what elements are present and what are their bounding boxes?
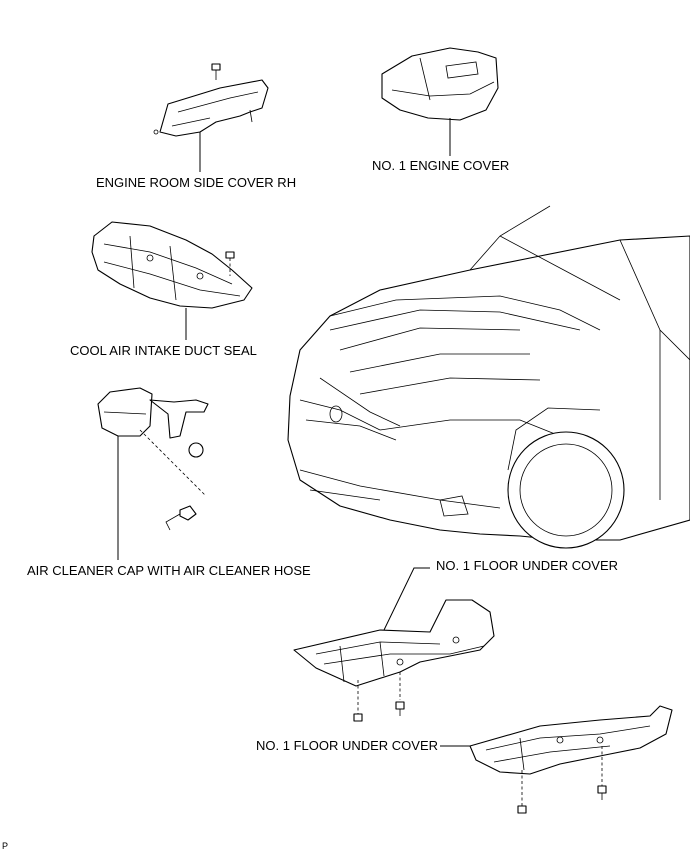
no1-floor-under-cover-upper-label: NO. 1 FLOOR UNDER COVER [436,558,619,573]
bolt-icon [211,63,221,80]
vehicle-front-illustration [287,205,690,549]
leader-line [383,567,430,631]
clip-icon [225,251,235,276]
air-cleaner-cap-label: AIR CLEANER CAP WITH AIR CLEANER HOSE [27,563,311,578]
no1-engine-cover-part [381,47,499,121]
no1-engine-cover-label: NO. 1 ENGINE COVER [372,158,510,173]
no1-floor-under-cover-lower-part [469,705,673,775]
no1-floor-under-cover-upper-part [293,599,495,687]
bolt-icon [395,672,405,716]
engine-room-side-cover-rh-label: ENGINE ROOM SIDE COVER RH [96,175,297,190]
nut-icon [517,770,527,814]
engine-room-side-cover-rh-part [153,79,269,137]
cool-air-intake-duct-seal-label: COOL AIR INTAKE DUCT SEAL [70,343,257,358]
bolt-icon [597,746,607,800]
air-cleaner-cap-part [97,387,209,531]
no1-floor-under-cover-lower-label: NO. 1 FLOOR UNDER COVER [256,738,439,753]
nut-icon [353,680,363,722]
cool-air-intake-duct-seal-part [91,221,253,309]
corner-mark: P [2,841,9,851]
